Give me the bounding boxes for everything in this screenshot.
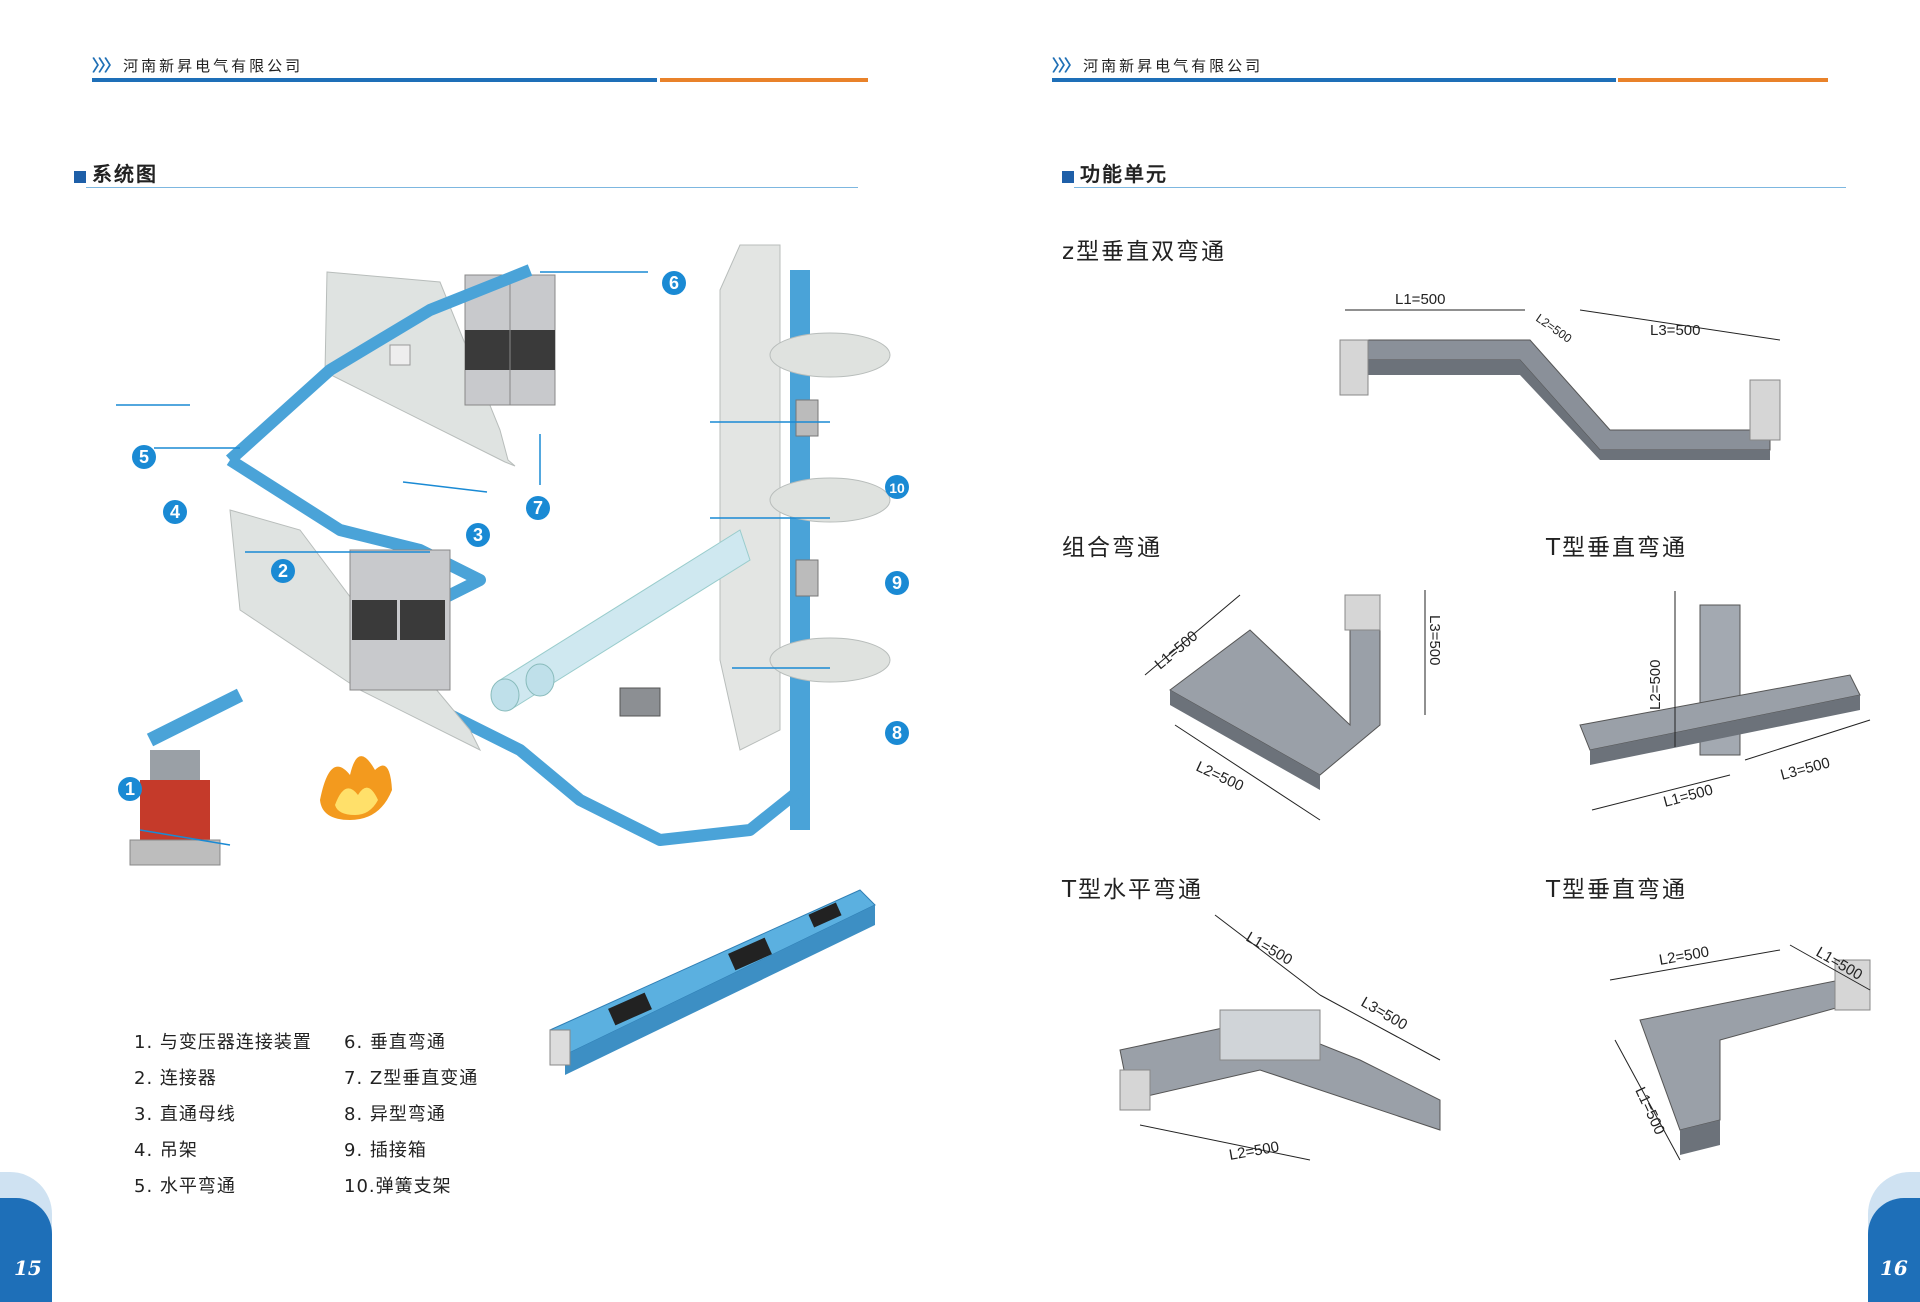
- legend-item: 4. 吊架: [134, 1140, 198, 1161]
- svg-text:4: 4: [170, 502, 180, 522]
- svg-text:3: 3: [473, 525, 483, 545]
- company-name: 河南新昇电气有限公司: [1083, 57, 1264, 75]
- legend-item: 8. 异型弯通: [344, 1104, 446, 1125]
- svg-text:L1=500: L1=500: [1243, 929, 1295, 969]
- section-rule: [1074, 187, 1846, 188]
- svg-text:L2=500: L2=500: [1647, 660, 1664, 710]
- company-name: 河南新昇电气有限公司: [123, 57, 304, 75]
- square-bullet-icon: [74, 170, 86, 183]
- square-bullet-icon: [1062, 170, 1074, 183]
- callout-2: 2: [271, 559, 295, 583]
- left-header: 〉〉〉 河南新昇电气有限公司: [92, 52, 303, 76]
- page-tab: [1868, 1198, 1920, 1302]
- unit-title: z型垂直双弯通: [1062, 239, 1227, 265]
- svg-text:10: 10: [889, 480, 905, 496]
- callout-8: 8: [885, 721, 909, 745]
- callout-3: 3: [466, 523, 490, 547]
- unit-title: T型垂直弯通: [1546, 877, 1688, 903]
- svg-text:5: 5: [139, 447, 149, 467]
- svg-text:7: 7: [533, 498, 543, 518]
- svg-text:L2=500: L2=500: [1228, 1138, 1281, 1164]
- svg-text:L1=500: L1=500: [1395, 291, 1445, 308]
- chevrons-icon: 〉〉〉: [1052, 56, 1080, 75]
- svg-text:2: 2: [278, 561, 288, 581]
- unit-z-type-image: L1=500 L2=500 L3=500: [1339, 291, 1781, 460]
- busway-segment-image: [549, 889, 876, 1075]
- legend-item: 3. 直通母线: [134, 1104, 236, 1125]
- header-rule-orange: [660, 78, 868, 82]
- page-number: 15: [14, 1256, 42, 1280]
- legend-item: 9. 插接箱: [344, 1140, 427, 1161]
- callout-10: 10: [885, 475, 909, 499]
- svg-text:9: 9: [892, 573, 902, 593]
- header-rule-blue: [92, 78, 657, 82]
- legend: 1. 与变压器连接装置 6. 垂直弯通 2. 连接器 7. Z型垂直变通 3. …: [134, 1028, 514, 1198]
- header-rule-blue: [1052, 78, 1616, 82]
- svg-text:L3=500: L3=500: [1650, 322, 1700, 339]
- legend-item: 2. 连接器: [134, 1068, 217, 1089]
- unit-title: T型水平弯通: [1062, 877, 1204, 903]
- callout-4: 4: [163, 500, 187, 524]
- page-number: 16: [1880, 1256, 1908, 1280]
- legend-item: 7. Z型垂直变通: [344, 1068, 479, 1089]
- upper-cabinets: [464, 274, 556, 406]
- svg-text:L1=500: L1=500: [1152, 628, 1202, 673]
- system-diagram: 1 2 3 4 5 6 7 8 9 10: [116, 244, 909, 866]
- header-rule-orange: [1618, 78, 1828, 82]
- section-heading: 功能单元: [1062, 158, 1168, 187]
- legend-item: 5. 水平弯通: [134, 1176, 236, 1197]
- unit-title: T型垂直弯通: [1546, 535, 1688, 561]
- section-title: 系统图: [92, 162, 158, 186]
- svg-text:L2=500: L2=500: [1533, 311, 1574, 346]
- unit-t-vertical-2-image: L2=500 L1=500 L1=500: [1609, 943, 1871, 1161]
- unit-title: 组合弯通: [1062, 535, 1162, 561]
- callout-7: 7: [526, 496, 550, 520]
- chevrons-icon: 〉〉〉: [92, 56, 120, 75]
- section-title: 功能单元: [1080, 162, 1168, 186]
- callouts: 1 2 3 4 5 6 7 8 9 10: [118, 271, 909, 801]
- svg-text:L3=500: L3=500: [1779, 754, 1832, 783]
- svg-text:8: 8: [892, 723, 902, 743]
- callout-6: 6: [662, 271, 686, 295]
- page-tab: [0, 1198, 52, 1302]
- unit-t-horizontal-image: L1=500 L3=500 L2=500: [1119, 914, 1441, 1164]
- section-heading: 系统图: [74, 158, 158, 187]
- legend-item: 10.弹簧支架: [344, 1176, 452, 1197]
- unit-t-vertical-image: L2=500 L1=500 L3=500: [1579, 591, 1871, 811]
- callout-5: 5: [132, 445, 156, 469]
- legend-item: 1. 与变压器连接装置: [134, 1032, 312, 1053]
- unit-combination-image: L1=500 L2=500 L3=500: [1144, 590, 1443, 821]
- svg-text:L2=500: L2=500: [1658, 943, 1711, 969]
- svg-text:L3=500: L3=500: [1358, 994, 1410, 1034]
- callout-9: 9: [885, 571, 909, 595]
- svg-text:L1=500: L1=500: [1631, 1085, 1668, 1138]
- svg-text:6: 6: [669, 273, 679, 293]
- callout-1: 1: [118, 777, 142, 801]
- section-rule: [86, 187, 858, 188]
- right-header: 〉〉〉 河南新昇电气有限公司: [1052, 52, 1263, 76]
- svg-text:1: 1: [125, 779, 135, 799]
- legend-item: 6. 垂直弯通: [344, 1032, 446, 1053]
- svg-text:L2=500: L2=500: [1193, 758, 1246, 795]
- svg-text:L3=500: L3=500: [1426, 615, 1443, 665]
